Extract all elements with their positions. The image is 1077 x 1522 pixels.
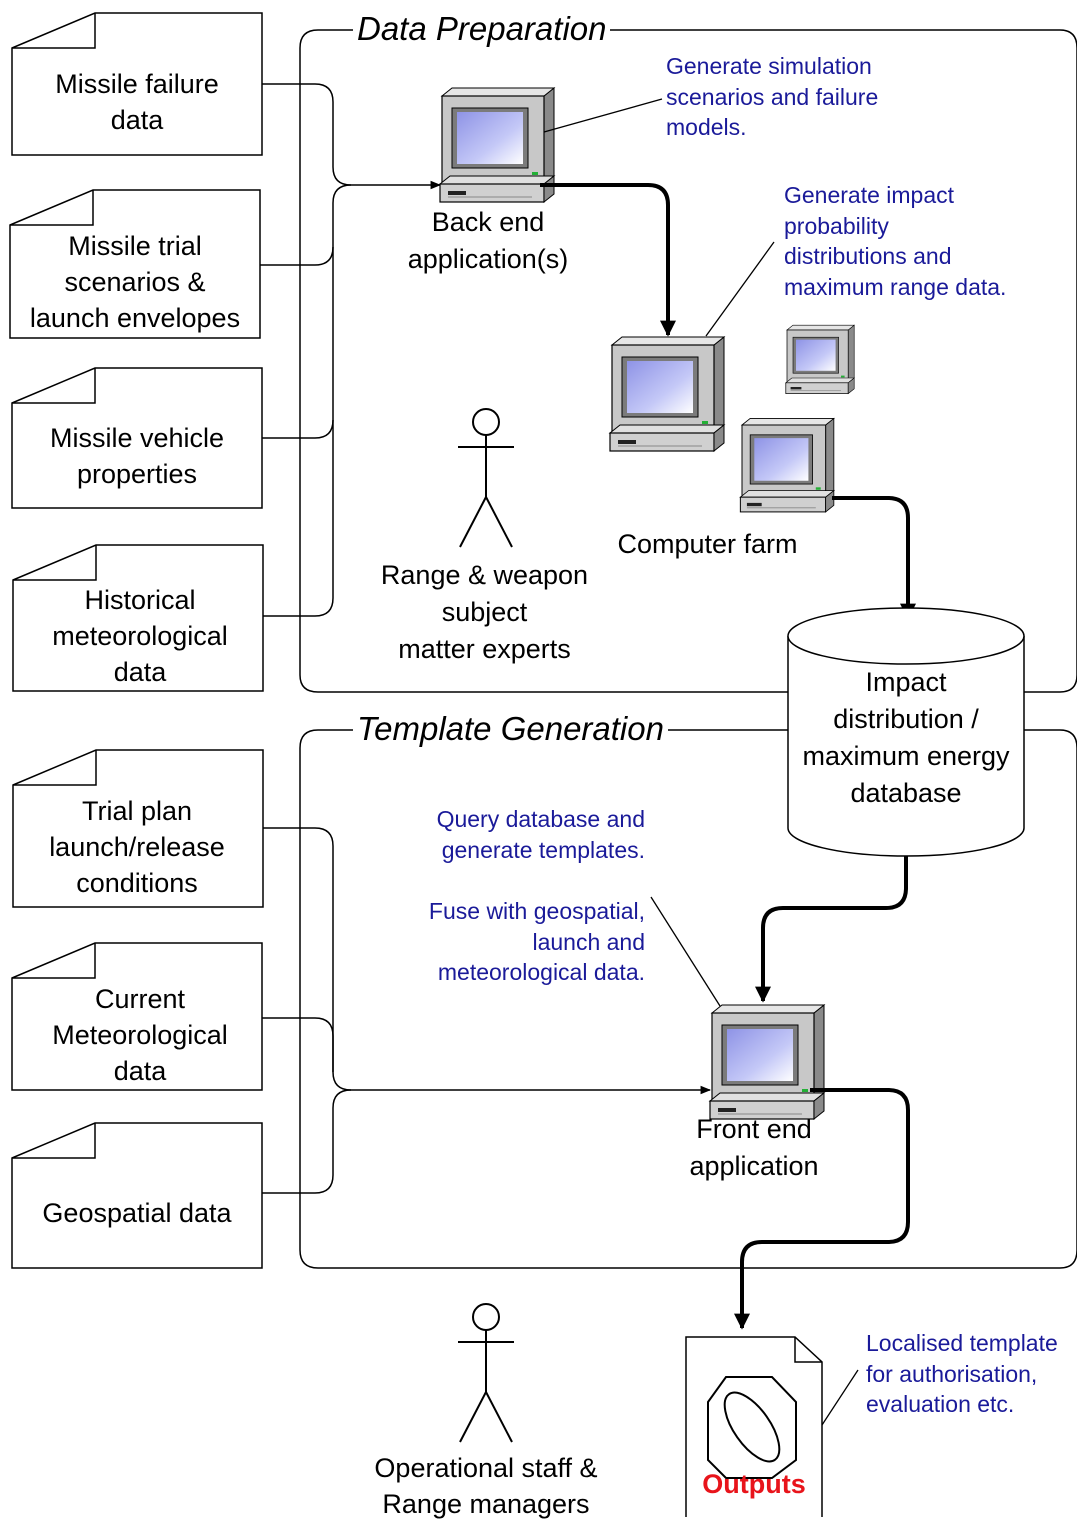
operational-staff-person-icon [457, 1303, 515, 1443]
input-label-geospatial: Geospatial data [42, 1198, 232, 1228]
section-title-data-preparation: Data Preparation [353, 8, 611, 50]
impact-database-cylinder [787, 607, 1025, 857]
input-doc-current-met [11, 942, 263, 1091]
farm-computer-icon-2 [739, 417, 835, 513]
sme-person-icon [457, 408, 515, 548]
template-generation-section [299, 729, 1077, 1269]
main-flow-arrows [540, 183, 916, 1330]
outputs-label: Outputs [702, 1469, 806, 1499]
callout-lines [543, 98, 859, 1426]
data-preparation-section [299, 29, 1077, 693]
front-end-computer-icon [709, 1004, 825, 1120]
farm-computer-icon-3 [785, 324, 855, 394]
outputs-document-icon [685, 1336, 823, 1517]
input-doc-historical-met [12, 544, 264, 692]
back-end-computer-icon [439, 87, 555, 203]
section-title-template-generation: Template Generation [353, 708, 668, 750]
computer-farm-label: Computer farm [617, 529, 798, 559]
input-doc-geospatial [11, 1122, 263, 1269]
template-input-connectors [262, 827, 712, 1194]
preparation-input-connectors [260, 83, 442, 617]
input-doc-missile-trial [9, 189, 261, 339]
farm-computer-icon-1 [609, 336, 725, 452]
operational-staff-label: Operational staff &Range managers [374, 1453, 598, 1519]
